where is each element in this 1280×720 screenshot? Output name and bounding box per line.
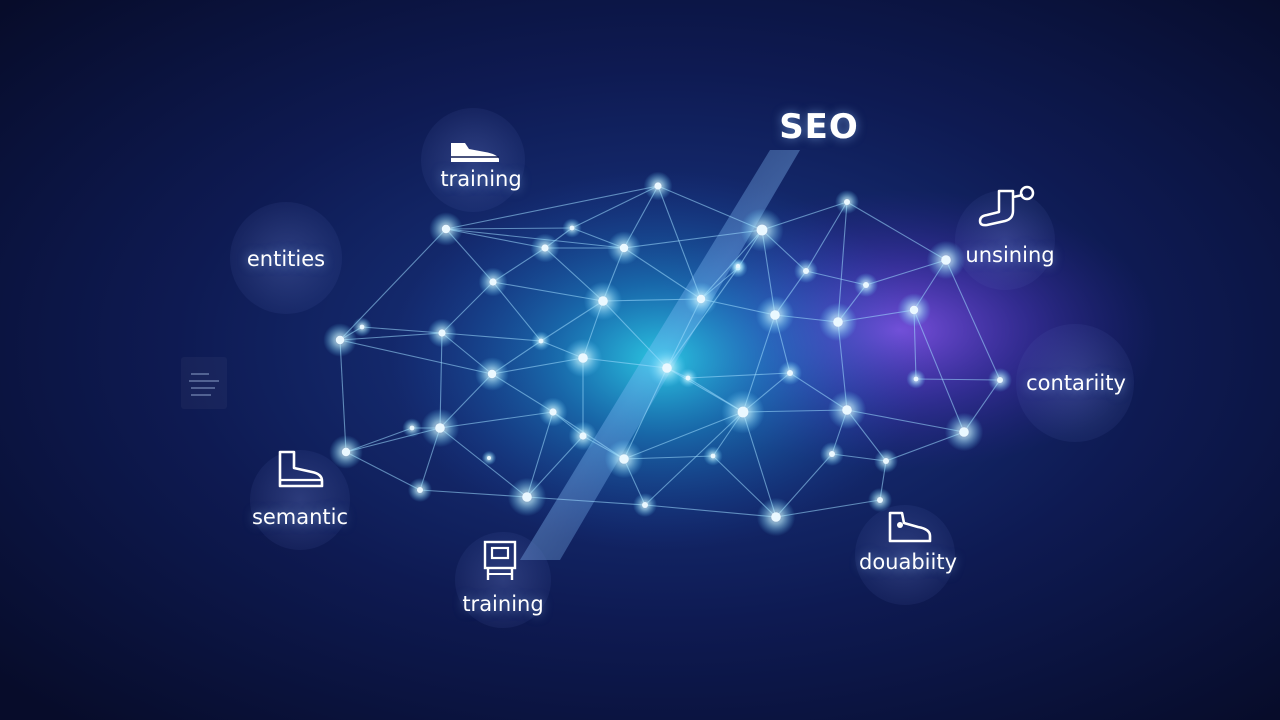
network-node (429, 212, 463, 246)
boot-icon (278, 450, 324, 488)
network-edge (339, 339, 347, 453)
network-edge (687, 372, 791, 379)
shoe-icon (888, 511, 932, 543)
network-node (563, 338, 603, 378)
network-node (607, 231, 641, 265)
network-node (352, 317, 372, 337)
mini-card-lines (189, 373, 219, 396)
label-training-bottom: training (462, 592, 544, 616)
network-node (944, 412, 984, 452)
network-node (827, 390, 867, 430)
network-node (538, 397, 568, 427)
network-node (531, 331, 551, 351)
network-edge (644, 411, 744, 506)
mini-card (181, 357, 227, 409)
network-edge (441, 332, 542, 342)
network-edge (623, 229, 763, 249)
network-node (868, 488, 892, 512)
network-node (684, 282, 718, 316)
network-node (703, 446, 723, 466)
network-node (678, 368, 698, 388)
label-unsining: unsining (965, 243, 1055, 267)
network-node (481, 450, 497, 466)
network-edge (666, 267, 739, 369)
network-edge (644, 504, 777, 518)
network-edge (339, 339, 493, 375)
label-contariity: contariity (1026, 371, 1126, 395)
sock-icon (978, 185, 1035, 227)
network-node (647, 348, 687, 388)
network-node (778, 361, 802, 385)
network-node (794, 259, 818, 283)
network-node (854, 273, 878, 297)
label-semantic: semantic (251, 505, 349, 529)
network-node (475, 357, 509, 391)
network-edge (846, 409, 965, 433)
network-node (926, 240, 966, 280)
network-node (329, 435, 363, 469)
label-training-top: training (440, 167, 522, 191)
network-node (897, 293, 931, 327)
network-node (323, 323, 357, 357)
network-edge (945, 259, 1001, 381)
network-node (420, 408, 460, 448)
bubble-entities (230, 202, 342, 314)
network-node (721, 390, 765, 434)
network-edge (526, 496, 646, 506)
network-node (633, 493, 657, 517)
network-edge (805, 201, 848, 272)
network-node (583, 281, 623, 321)
network-node (408, 478, 432, 502)
bubble-unsining (955, 190, 1055, 290)
network-node (730, 258, 746, 274)
network-node (740, 208, 784, 252)
network-edge (339, 332, 443, 341)
network-node (820, 442, 844, 466)
sneaker-icon (451, 143, 499, 162)
network-edge (445, 227, 573, 230)
network-node (427, 318, 457, 348)
label-entities: entities (246, 247, 326, 271)
network-edge (913, 309, 965, 433)
bubble-contariity (1016, 324, 1134, 442)
machine-icon (483, 540, 517, 580)
network-node (906, 369, 926, 389)
network-nodes (323, 171, 1012, 537)
network-node (818, 302, 858, 342)
network-edge (445, 185, 659, 230)
network-node (643, 171, 673, 201)
network-edge (445, 228, 546, 249)
network-node (478, 267, 508, 297)
network-edge (915, 378, 1001, 381)
network-edge (837, 201, 848, 323)
network-node (835, 190, 859, 214)
network-node (604, 439, 644, 479)
network-node (530, 233, 560, 263)
network-node (562, 218, 582, 238)
network-node (988, 368, 1012, 392)
bubble-semantic (250, 450, 350, 550)
network-node (402, 418, 422, 438)
network-edge (657, 185, 702, 300)
label-douabiity: douabiity (858, 550, 958, 574)
title-seo: SEO (779, 107, 859, 147)
network-edge (571, 185, 659, 229)
network-node (755, 295, 795, 335)
network-node (568, 421, 598, 451)
network-node (756, 497, 796, 537)
network-node (874, 449, 898, 473)
network-node (507, 477, 547, 517)
